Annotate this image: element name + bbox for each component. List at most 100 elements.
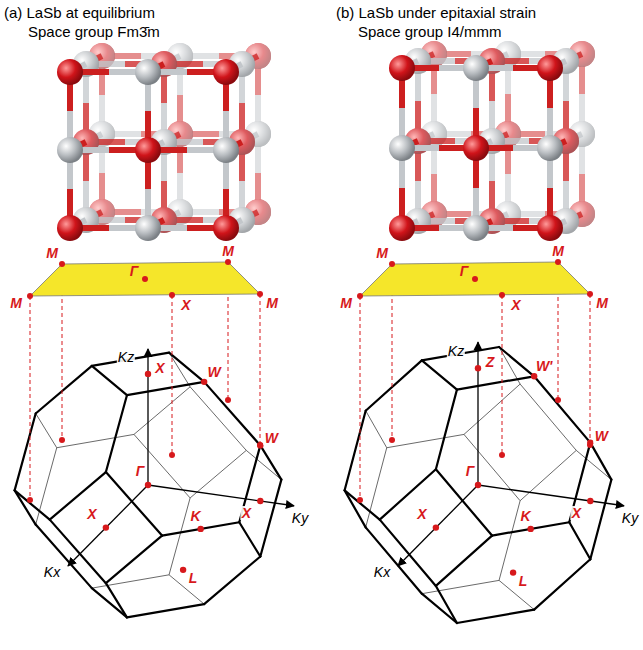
k-point-dot [555,397,561,403]
k-point-dot [197,526,203,532]
k-point-dot [169,452,175,458]
axis-label: Kz [447,344,465,358]
k-point-dot [201,379,207,385]
front-edge [260,480,281,557]
k-point-dot [145,371,151,377]
front-edge [569,522,590,559]
hidden-edge [520,450,576,500]
hidden-edge [134,387,190,435]
bond-layer [86,56,258,220]
atom [57,137,83,163]
hidden-edge [36,448,57,525]
axis-label: Ky [621,511,639,525]
axis-label: Kz [117,350,135,364]
bond-layer [402,61,566,228]
front-edge [106,583,127,617]
hidden-edge [134,434,190,498]
space-group: Space group I4/mmm [358,24,501,39]
surface-brillouin-zone [30,262,260,296]
k-point-label: K [520,509,532,523]
front-edge [345,490,366,527]
k-point-dot [59,261,65,267]
space-group: Space group Fm3̄m [28,24,160,39]
front-edge [380,469,436,519]
k-point-label: X [154,361,165,375]
front-edge [492,522,569,535]
k-point-dot [587,291,593,297]
projection-line [30,296,31,500]
front-edge [127,382,204,395]
surface-k-label: M [552,244,564,258]
projection-line [360,296,361,500]
front-edge [239,522,260,556]
surface-k-label: M [46,246,58,260]
k-point-label: L [188,571,199,585]
front-edge [499,347,534,376]
k-point-dot [389,437,395,443]
k-point-dot [59,437,65,443]
atom [213,137,239,163]
surface-k-label: M [340,296,352,310]
k-point-label: Z [485,355,496,369]
front-edge [92,366,127,395]
front-edge [590,480,611,560]
hidden-edge [464,384,520,434]
front-edge [15,490,36,524]
atom [463,215,489,241]
front-edge [106,536,162,584]
k-point-label: W [264,431,279,445]
k-point-dot [257,291,263,297]
front-edge [457,610,534,623]
k-point-dot [103,524,109,530]
crystal [57,43,271,241]
front-edge [436,469,492,535]
front-edge [15,490,50,519]
front-edge [50,472,106,520]
k-point-dot [389,261,395,267]
front-edge [436,390,457,470]
k-axis [148,485,294,506]
atom [213,215,239,241]
front-edge [436,586,457,623]
front-edge [106,395,127,472]
k-point-dot [499,452,505,458]
front-edge [239,445,260,522]
hidden-edge [36,413,57,447]
front-edge [127,604,204,617]
hidden-edge [499,501,520,581]
k-point-dot [472,276,478,282]
front-edge [436,536,492,586]
surface-k-label: M [222,244,234,258]
front-edge [345,411,366,491]
front-edge [457,376,534,389]
front-edge [15,413,36,490]
crystal-structures [57,41,595,241]
k-point-dot [587,439,593,445]
k-point-label: X [86,507,97,521]
k-point-label: L [518,574,529,588]
k-point-dot [499,292,505,298]
front-edge [422,594,457,623]
k-point-dot [225,259,231,265]
k-point-label: X [416,507,427,521]
front-edge [366,360,422,410]
hidden-edge [169,575,204,604]
surface-k-label: X [511,298,520,312]
hidden-edge [190,450,246,498]
bond-layer [434,54,582,214]
k-point-dot [257,442,263,448]
k-point-dot [433,524,439,530]
projection-line [172,295,173,455]
surface-k-label: M [376,246,388,260]
front-edge [260,445,281,479]
atom [463,135,489,161]
atom [537,215,563,241]
surface-brillouin-zone [360,262,590,296]
atom [389,55,415,81]
axis-label: Kx [373,565,391,579]
k-point-label: W [207,365,222,379]
hidden-edge [169,498,190,575]
k-point-label: X [571,506,582,520]
hidden-edge [366,411,387,448]
